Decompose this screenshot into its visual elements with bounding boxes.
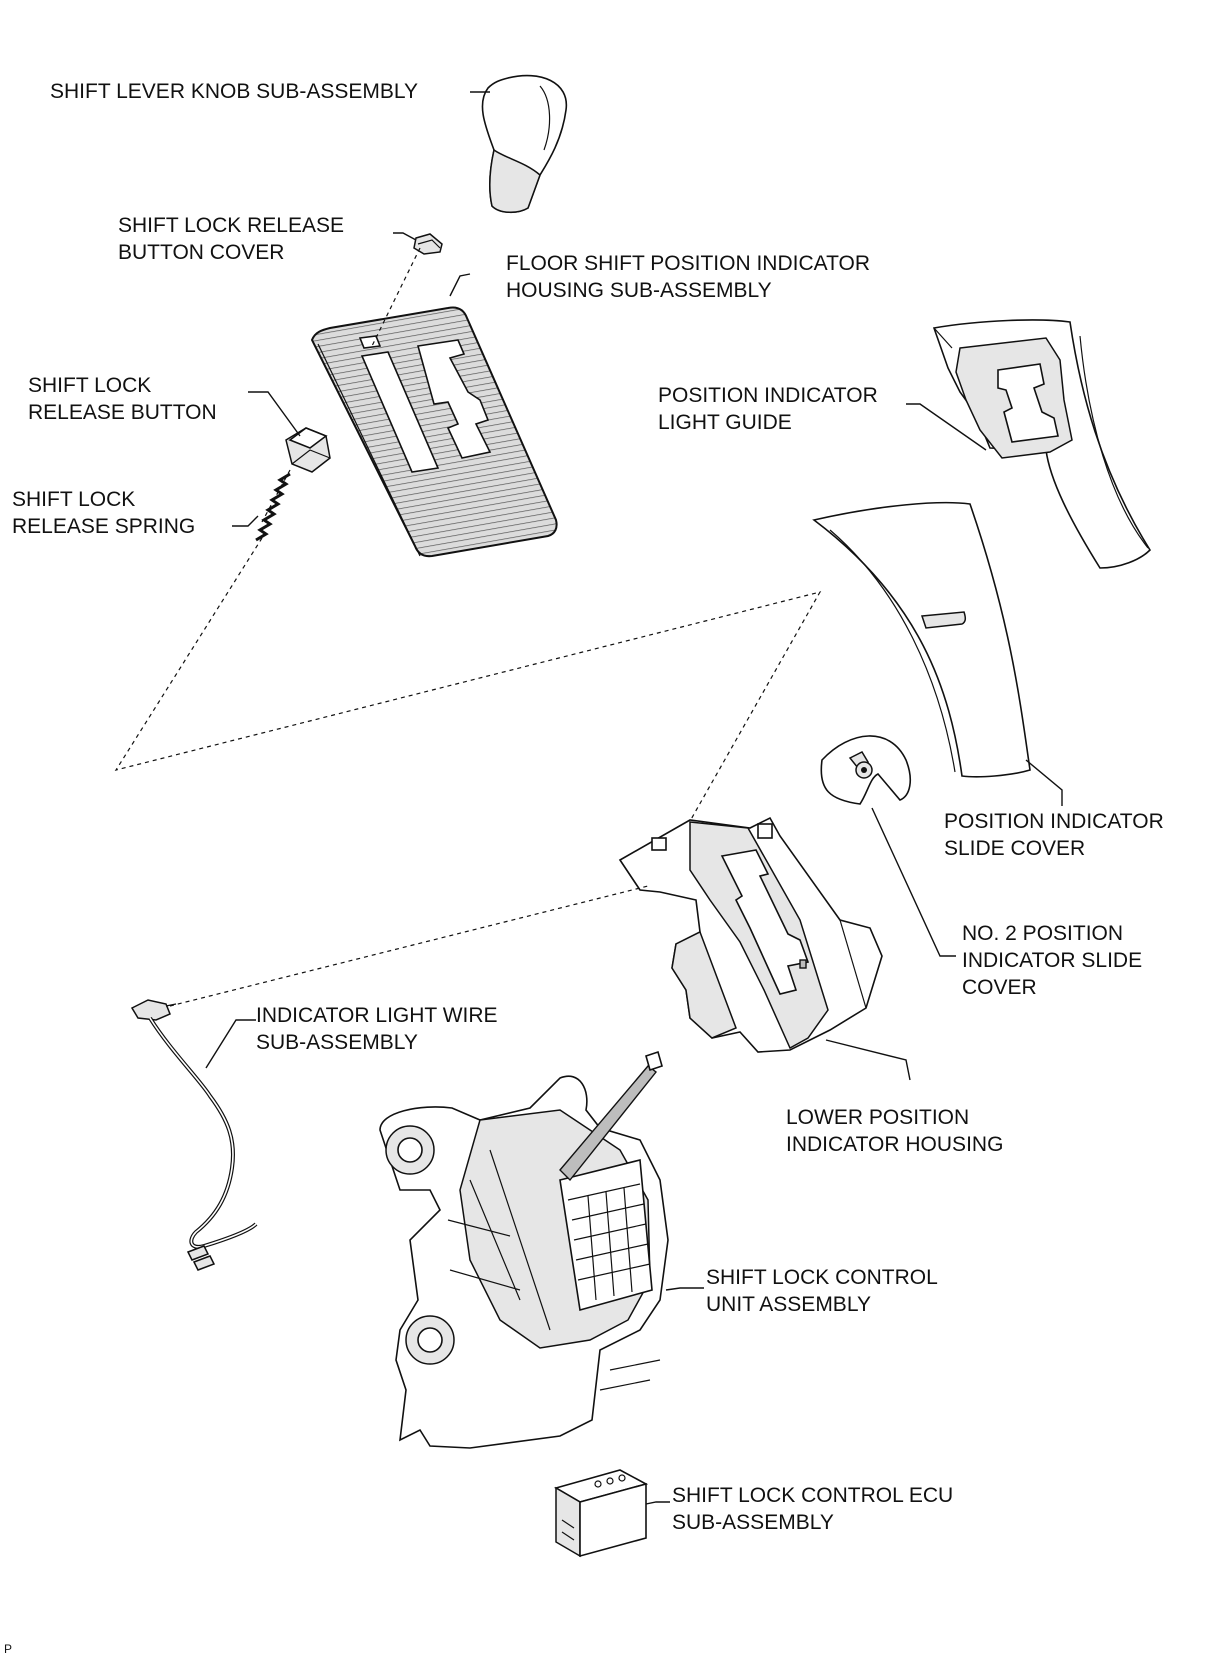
label-line: HOUSING SUB-ASSEMBLY xyxy=(506,279,772,302)
label-line: LOWER POSITION xyxy=(786,1106,970,1129)
label-line: SHIFT LOCK xyxy=(12,488,136,511)
label-slide-cover: POSITION INDICATOR SLIDE COVER xyxy=(944,808,1164,862)
label-release-button: SHIFT LOCK RELEASE BUTTON xyxy=(28,372,217,426)
label-line: COVER xyxy=(962,976,1037,999)
label-shift-lever-knob: SHIFT LEVER KNOB SUB-ASSEMBLY xyxy=(50,78,418,105)
label-line: SHIFT LEVER KNOB SUB-ASSEMBLY xyxy=(50,80,418,103)
control-unit-drawing xyxy=(379,1050,669,1449)
label-line: SHIFT LOCK xyxy=(28,374,152,397)
label-line: SHIFT LOCK CONTROL ECU xyxy=(672,1484,954,1507)
label-line: RELEASE BUTTON xyxy=(28,401,217,424)
indicator-light-wire-drawing xyxy=(130,999,258,1271)
shift-lever-knob-drawing xyxy=(481,74,568,214)
label-ecu: SHIFT LOCK CONTROL ECU SUB-ASSEMBLY xyxy=(672,1482,953,1536)
label-line: SHIFT LOCK CONTROL xyxy=(706,1266,938,1289)
label-line: LIGHT GUIDE xyxy=(658,411,792,434)
label-line: SUB-ASSEMBLY xyxy=(256,1031,418,1054)
label-line: FLOOR SHIFT POSITION INDICATOR xyxy=(506,252,871,275)
label-line: SHIFT LOCK RELEASE xyxy=(118,214,345,237)
label-no2-slide-cover: NO. 2 POSITION INDICATOR SLIDE COVER xyxy=(962,920,1142,1001)
label-line: UNIT ASSEMBLY xyxy=(706,1293,871,1316)
footer-code: P xyxy=(4,1642,13,1656)
label-line: INDICATOR HOUSING xyxy=(786,1133,1004,1156)
label-line: BUTTON COVER xyxy=(118,241,285,264)
release-spring-drawing xyxy=(255,472,291,542)
label-line: POSITION INDICATOR xyxy=(658,384,878,407)
label-line: RELEASE SPRING xyxy=(12,515,196,538)
label-line: INDICATOR SLIDE xyxy=(962,949,1143,972)
label-button-cover: SHIFT LOCK RELEASE BUTTON COVER xyxy=(118,212,344,266)
label-light-wire: INDICATOR LIGHT WIRE SUB-ASSEMBLY xyxy=(256,1002,498,1056)
slide-cover-drawing xyxy=(812,501,1031,778)
label-line: POSITION INDICATOR xyxy=(944,810,1164,833)
label-light-guide: POSITION INDICATOR LIGHT GUIDE xyxy=(658,382,878,436)
button-cover-drawing xyxy=(413,233,443,255)
no2-slide-cover-drawing xyxy=(820,735,912,805)
label-line: INDICATOR LIGHT WIRE xyxy=(256,1004,498,1027)
label-line: NO. 2 POSITION xyxy=(962,922,1124,945)
light-guide-drawing xyxy=(932,319,1152,569)
label-lower-housing: LOWER POSITION INDICATOR HOUSING xyxy=(786,1104,1003,1158)
label-indicator-housing: FLOOR SHIFT POSITION INDICATOR HOUSING S… xyxy=(506,250,870,304)
ecu-drawing xyxy=(553,1469,649,1558)
label-control-unit: SHIFT LOCK CONTROL UNIT ASSEMBLY xyxy=(706,1264,938,1318)
label-line: SUB-ASSEMBLY xyxy=(672,1511,834,1534)
label-release-spring: SHIFT LOCK RELEASE SPRING xyxy=(12,486,195,540)
release-button-drawing xyxy=(285,427,331,473)
lower-housing-drawing xyxy=(618,816,883,1053)
indicator-housing-drawing xyxy=(310,306,558,558)
label-line: SLIDE COVER xyxy=(944,837,1086,860)
